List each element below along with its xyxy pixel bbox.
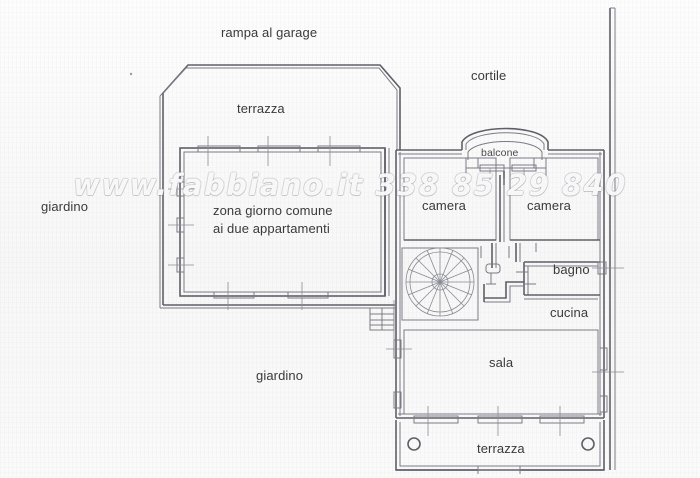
label-terrazza-bottom: terrazza bbox=[477, 441, 525, 456]
zona-giorno-room bbox=[168, 136, 390, 310]
label-bagno: bagno bbox=[553, 262, 590, 277]
terrazza-bottom-structure bbox=[395, 406, 605, 474]
sala-room bbox=[386, 329, 624, 415]
property-boundary-right bbox=[609, 7, 616, 470]
label-camera-left: camera bbox=[422, 198, 466, 213]
window-openings-left bbox=[168, 181, 194, 273]
label-giardino-left: giardino bbox=[41, 199, 89, 214]
label-cucina: cucina bbox=[550, 305, 589, 320]
scan-marks bbox=[129, 72, 133, 76]
camera-right-room bbox=[509, 157, 600, 241]
spiral-staircase bbox=[401, 247, 479, 321]
window-openings-bottom bbox=[213, 282, 329, 310]
label-terrazza-top: terrazza bbox=[237, 101, 285, 116]
corridor-bagno-cucina bbox=[480, 243, 624, 303]
window-openings-top bbox=[197, 136, 361, 166]
label-balcone: balcone bbox=[481, 147, 519, 159]
external-steps bbox=[369, 300, 395, 340]
label-rampa-al-garage: rampa al garage bbox=[221, 25, 318, 40]
label-sala: sala bbox=[489, 355, 514, 370]
sanitary-fixture bbox=[485, 263, 501, 285]
label-zona-giorno-line2: ai due appartamenti bbox=[213, 221, 330, 236]
label-zona-giorno-line1: zona giorno comune bbox=[213, 203, 333, 218]
label-camera-right: camera bbox=[527, 198, 571, 213]
terrazza-outline-top bbox=[159, 64, 401, 309]
label-cortile: cortile bbox=[471, 68, 507, 83]
camera-left-room bbox=[403, 157, 505, 242]
label-giardino-bottom: giardino bbox=[256, 368, 304, 383]
